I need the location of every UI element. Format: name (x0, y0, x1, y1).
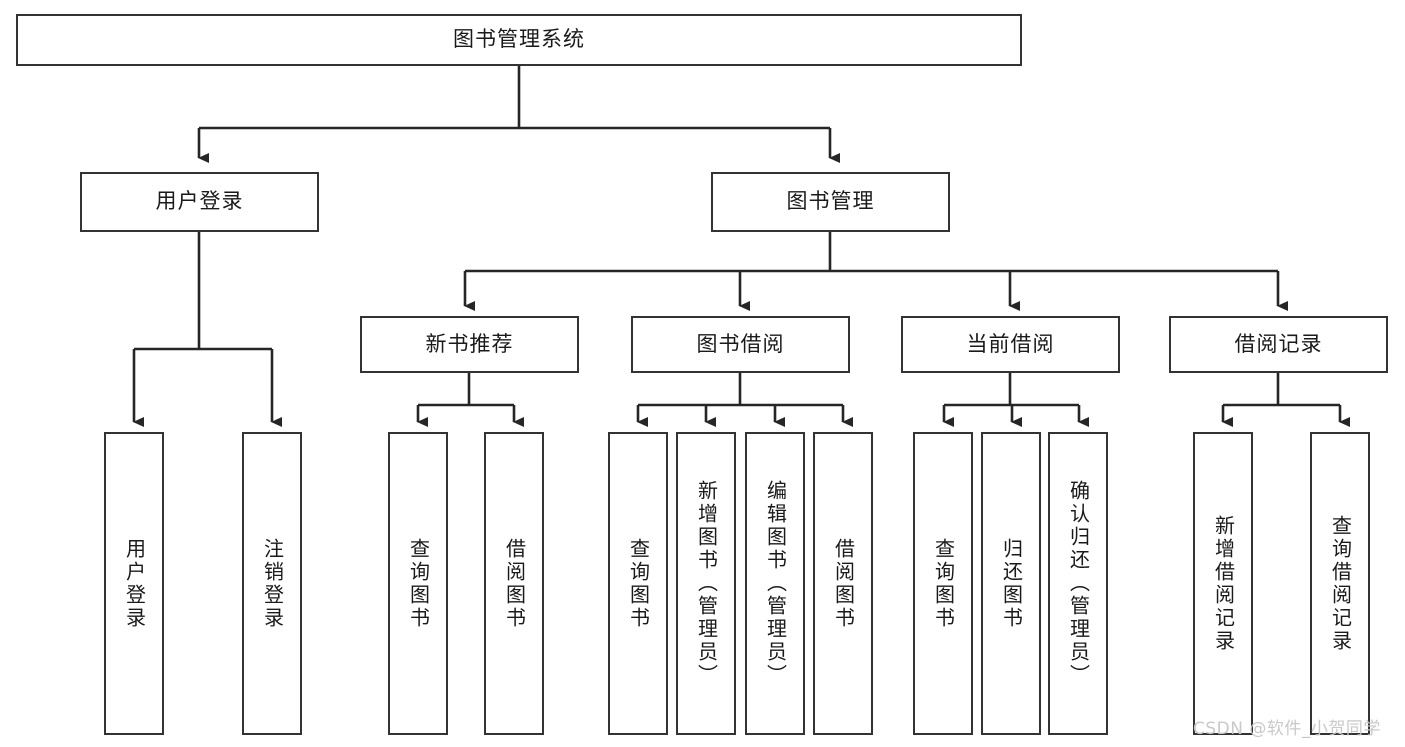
node-current-borrow[interactable]: 当前借阅 (901, 316, 1120, 373)
leaf-user-login-2[interactable]: 注销登录 (242, 432, 302, 735)
leaf-new-book-2-label: 借阅图书 (502, 537, 527, 630)
node-root-label: 图书管理系统 (453, 27, 585, 52)
leaf-current-borrow-1[interactable]: 查询图书 (913, 432, 973, 735)
leaf-current-borrow-3[interactable]: 确认归还（管理员） (1048, 432, 1108, 735)
node-book-manage-label: 图书管理 (786, 189, 875, 214)
node-user-login[interactable]: 用户登录 (80, 172, 319, 232)
node-borrow-record[interactable]: 借阅记录 (1169, 316, 1388, 373)
node-new-book-recommend[interactable]: 新书推荐 (360, 316, 579, 373)
leaf-book-borrow-2-label: 新增图书（管理员） (694, 480, 719, 687)
node-book-manage[interactable]: 图书管理 (711, 172, 950, 232)
leaf-user-login-1[interactable]: 用户登录 (104, 432, 164, 735)
leaf-book-borrow-1[interactable]: 查询图书 (608, 432, 668, 735)
node-new-book-recommend-label: 新书推荐 (425, 331, 514, 356)
leaf-current-borrow-2-label: 归还图书 (999, 537, 1024, 630)
leaf-book-borrow-4-label: 借阅图书 (831, 537, 856, 630)
leaf-user-login-1-label: 用户登录 (122, 537, 147, 630)
node-borrow-record-label: 借阅记录 (1234, 331, 1323, 356)
leaf-book-borrow-3-label: 编辑图书（管理员） (763, 480, 788, 687)
leaf-new-book-1-label: 查询图书 (406, 537, 431, 630)
node-book-borrow-label: 图书借阅 (696, 331, 785, 356)
node-user-login-label: 用户登录 (155, 189, 244, 214)
leaf-user-login-2-label: 注销登录 (260, 537, 285, 630)
leaf-current-borrow-3-label: 确认归还（管理员） (1066, 480, 1091, 687)
leaf-new-book-1[interactable]: 查询图书 (388, 432, 448, 735)
node-book-borrow[interactable]: 图书借阅 (631, 316, 850, 373)
leaf-borrow-record-2-label: 查询借阅记录 (1328, 514, 1353, 653)
leaf-new-book-2[interactable]: 借阅图书 (484, 432, 544, 735)
leaf-borrow-record-1[interactable]: 新增借阅记录 (1193, 432, 1253, 735)
leaf-current-borrow-2[interactable]: 归还图书 (981, 432, 1041, 735)
node-root[interactable]: 图书管理系统 (16, 14, 1022, 66)
leaf-current-borrow-1-label: 查询图书 (931, 537, 956, 630)
csdn-watermark: CSDN @软件_小贺同学 (1193, 719, 1381, 739)
leaf-book-borrow-3[interactable]: 编辑图书（管理员） (745, 432, 805, 735)
leaf-book-borrow-4[interactable]: 借阅图书 (813, 432, 873, 735)
leaf-book-borrow-1-label: 查询图书 (626, 537, 651, 630)
leaf-book-borrow-2[interactable]: 新增图书（管理员） (676, 432, 736, 735)
leaf-borrow-record-2[interactable]: 查询借阅记录 (1310, 432, 1370, 735)
leaf-borrow-record-1-label: 新增借阅记录 (1211, 514, 1236, 653)
node-current-borrow-label: 当前借阅 (966, 331, 1055, 356)
